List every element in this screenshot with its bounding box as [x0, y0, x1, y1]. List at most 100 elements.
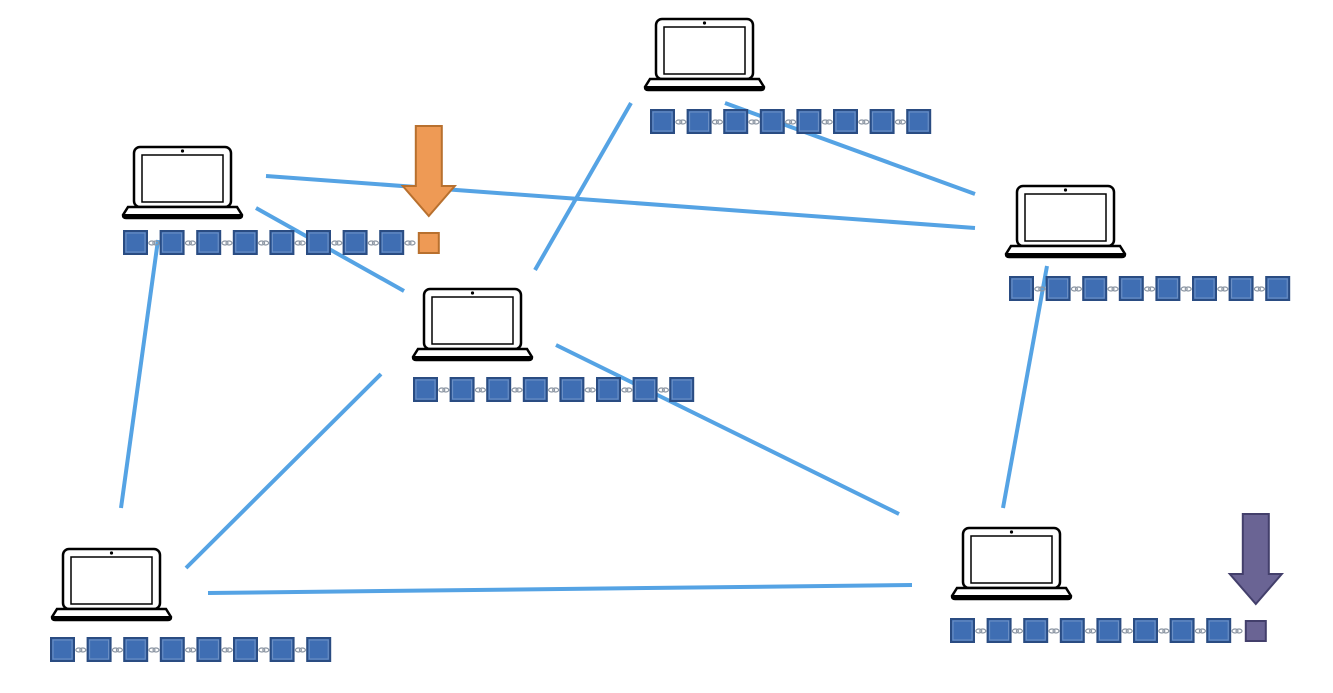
block-icon: [1023, 618, 1049, 643]
blockchain-bottom-right: [950, 618, 1267, 643]
block-icon: [449, 377, 475, 402]
chain-link-icon: [404, 240, 416, 246]
chain-link-icon: [331, 240, 343, 246]
block-icon: [1118, 276, 1144, 301]
block-icon: [306, 637, 332, 662]
block-icon: [1228, 276, 1254, 301]
chain-link-icon: [111, 647, 124, 653]
connection-line-bottom-left-bottom-right: [207, 583, 913, 595]
block-icon: [486, 377, 512, 402]
pending-block-orange: [417, 232, 440, 254]
block-icon: [269, 637, 295, 662]
node-top-center: [643, 17, 932, 134]
chain-link-icon: [294, 647, 306, 653]
chain-link-icon: [1011, 628, 1024, 634]
block-icon: [123, 230, 148, 255]
chain-link-icon: [258, 647, 270, 653]
block-icon: [650, 109, 675, 134]
chain-link-icon: [511, 387, 523, 393]
block-icon: [379, 230, 405, 255]
chain-link-icon: [294, 240, 306, 246]
chain-link-icon: [185, 647, 197, 653]
block-icon: [269, 230, 295, 255]
block-icon: [1082, 276, 1108, 301]
laptop-icon: [121, 145, 244, 220]
chain-link-icon: [675, 119, 687, 125]
block-icon: [413, 377, 438, 402]
block-icon: [1045, 276, 1071, 301]
laptop-icon: [950, 526, 1073, 601]
chain-link-icon: [1180, 286, 1192, 292]
blockchain-top-center: [650, 109, 932, 134]
chain-link-icon: [1253, 286, 1266, 292]
block-icon: [522, 377, 548, 402]
block-icon: [669, 377, 695, 402]
blockchain-top-left: [123, 230, 440, 255]
connection-line-top-left-bottom-left: [119, 239, 160, 509]
block-icon: [1133, 618, 1158, 643]
chain-link-icon: [784, 119, 797, 125]
chain-link-icon: [221, 240, 233, 246]
chain-link-icon: [221, 647, 233, 653]
chain-link-icon: [474, 387, 486, 393]
chain-link-icon: [184, 240, 196, 246]
block-icon: [50, 637, 75, 662]
chain-link-icon: [975, 628, 987, 634]
chain-link-icon: [1121, 628, 1133, 634]
block-icon: [306, 230, 331, 255]
chain-link-icon: [75, 647, 87, 653]
chain-link-icon: [748, 119, 760, 125]
laptop-icon: [1004, 184, 1127, 259]
laptop-icon: [411, 287, 534, 362]
chain-link-icon: [1194, 628, 1207, 634]
block-icon: [632, 377, 658, 402]
blockchain-right: [1009, 276, 1291, 301]
chain-link-icon: [547, 387, 560, 393]
chain-link-icon: [367, 240, 379, 246]
block-icon: [159, 230, 185, 255]
chain-link-icon: [1217, 286, 1229, 292]
block-icon: [833, 109, 858, 134]
chain-link-icon: [657, 387, 670, 393]
chain-link-icon: [1084, 628, 1097, 634]
connection-line-top-left-right: [265, 174, 976, 230]
block-icon: [559, 377, 585, 402]
block-icon: [723, 109, 749, 134]
connection-line-center-top-center: [533, 102, 633, 271]
chain-link-icon: [1070, 286, 1083, 292]
chain-link-icon: [1048, 628, 1060, 634]
block-icon: [342, 230, 368, 255]
laptop-icon: [643, 17, 766, 92]
connection-line-center-bottom-left: [184, 372, 383, 570]
pending-block-purple: [1244, 620, 1267, 642]
chain-link-icon: [438, 387, 450, 393]
chain-link-icon: [1143, 286, 1156, 292]
chain-link-icon: [1107, 286, 1119, 292]
node-bottom-right: [950, 526, 1267, 643]
chain-link-icon: [711, 119, 724, 125]
chain-link-icon: [858, 119, 870, 125]
block-icon: [796, 109, 822, 134]
chain-link-icon: [821, 119, 833, 125]
chain-link-icon: [584, 387, 596, 393]
block-icon: [686, 109, 712, 134]
connection-line-right-bottom-right: [1001, 265, 1049, 509]
down-arrow-icon: [1227, 513, 1284, 606]
block-icon: [1059, 618, 1085, 643]
chain-link-icon: [894, 119, 907, 125]
block-icon: [159, 637, 185, 662]
chain-link-icon: [621, 387, 633, 393]
block-icon: [86, 637, 112, 662]
down-arrow-icon: [400, 125, 457, 218]
chain-link-icon: [1231, 628, 1243, 634]
connection-line-center-bottom-right: [555, 343, 900, 516]
block-icon: [596, 377, 621, 402]
block-icon: [233, 637, 258, 662]
node-right: [1004, 184, 1291, 301]
block-icon: [1192, 276, 1217, 301]
block-icon: [1206, 618, 1232, 643]
node-center: [411, 287, 695, 402]
block-icon: [196, 637, 222, 662]
chain-link-icon: [148, 647, 160, 653]
block-icon: [986, 618, 1012, 643]
